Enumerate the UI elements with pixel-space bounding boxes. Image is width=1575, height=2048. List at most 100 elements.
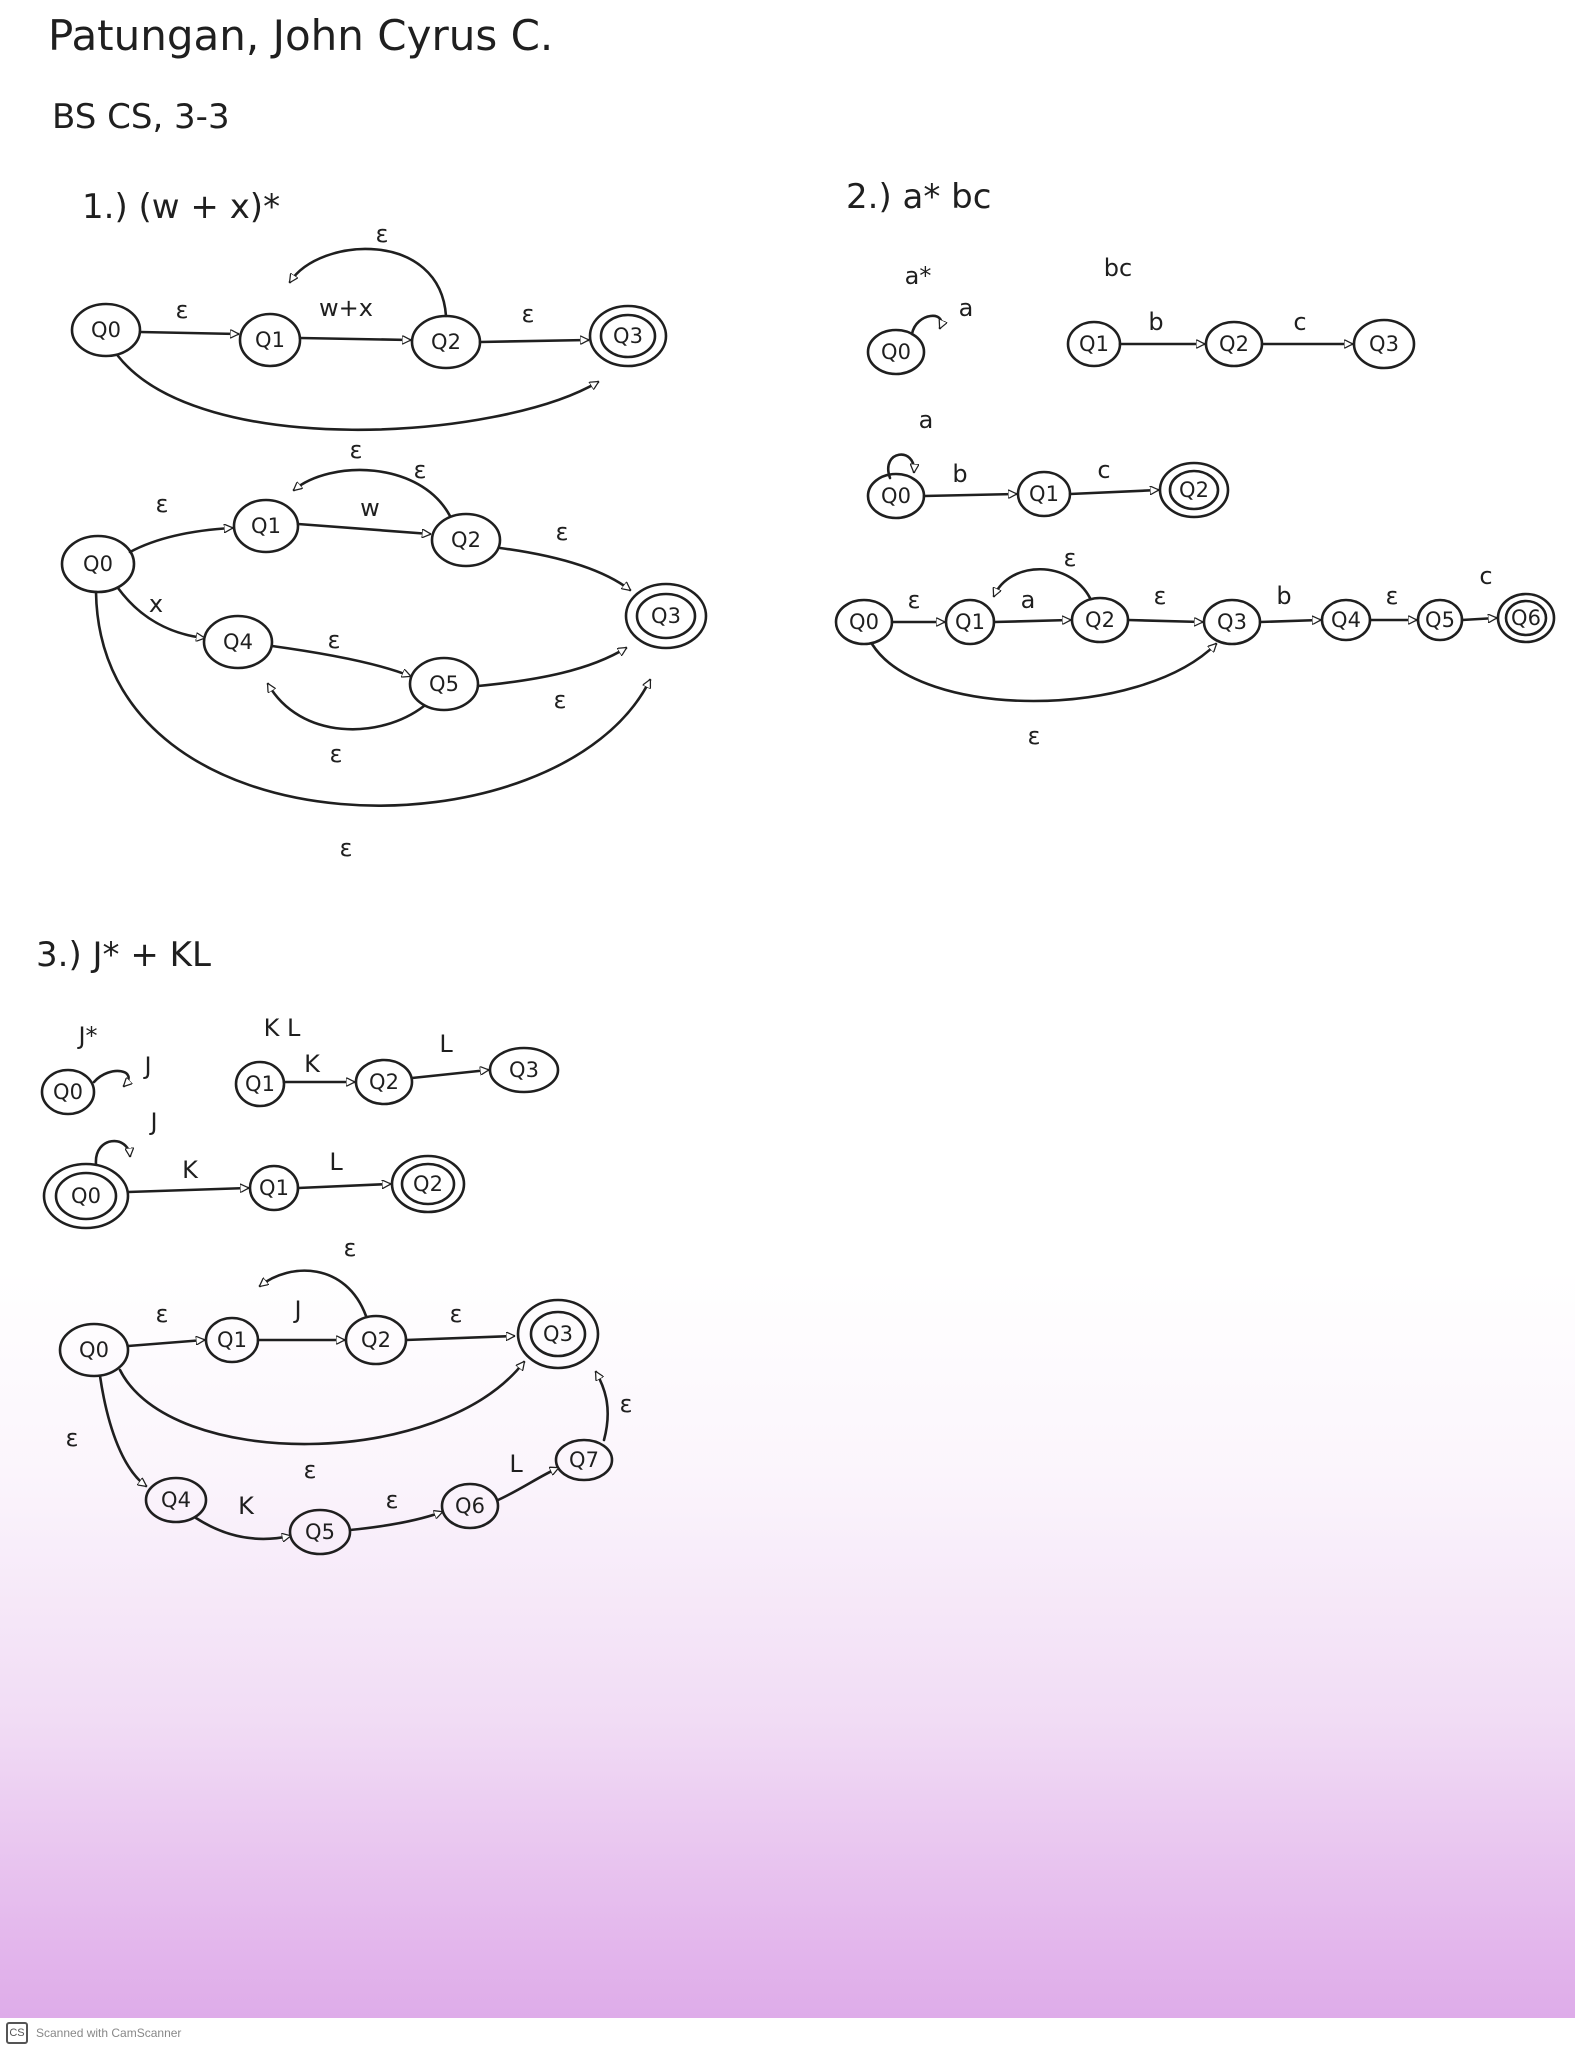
- state-label: Q5: [429, 672, 459, 696]
- student-section: BS CS, 3-3: [52, 97, 230, 137]
- final-state-ring: [624, 582, 708, 650]
- bypass-arrow: [94, 590, 652, 807]
- subheader-a-star: a*: [905, 262, 932, 290]
- state-label: Q2: [1179, 478, 1209, 502]
- subheader-bc: bc: [1104, 254, 1132, 282]
- state-label: Q0: [83, 552, 113, 576]
- state-node: [354, 1058, 414, 1106]
- edge-label: ε: [66, 1424, 79, 1452]
- edge-label: J: [148, 1108, 157, 1136]
- edge-label: ε: [176, 296, 189, 324]
- final-state-ring: [516, 1298, 600, 1370]
- transition-arrow: [348, 1512, 442, 1532]
- state-node: [599, 313, 657, 359]
- state-label: Q1: [1079, 332, 1109, 356]
- edge-label: ε: [156, 1300, 169, 1328]
- state-label: Q0: [881, 484, 911, 508]
- state-node: [430, 512, 502, 568]
- state-node: [408, 656, 480, 712]
- state-label: Q4: [223, 630, 253, 654]
- edge-label: J: [142, 1052, 151, 1080]
- edge-label: ε: [1386, 582, 1399, 610]
- self-loop-arrow: [92, 1069, 129, 1088]
- student-name: Patungan, John Cyrus C.: [48, 11, 553, 60]
- transition-arrow: [298, 338, 412, 340]
- edge-label: ε: [386, 1486, 399, 1514]
- state-label: Q2: [413, 1172, 443, 1196]
- transition-arrow: [126, 1188, 250, 1194]
- state-node: [1352, 318, 1416, 370]
- edge-label: ε: [330, 740, 343, 768]
- edge-label: w+x: [319, 294, 373, 322]
- transition-arrow: [194, 1516, 290, 1539]
- transition-arrow: [138, 332, 240, 334]
- transition-arrow: [594, 1372, 610, 1442]
- transition-arrow: [922, 494, 1018, 496]
- state-label: Q0: [881, 340, 911, 364]
- state-node: [40, 1068, 96, 1116]
- loopback-arrow: [266, 684, 426, 731]
- edge-label: ε: [908, 586, 921, 614]
- loopback-arrow: [260, 1269, 368, 1318]
- state-label: Q7: [569, 1448, 599, 1472]
- edge-label: K: [238, 1492, 255, 1520]
- state-label: Q4: [1331, 608, 1361, 632]
- edge-label: J: [292, 1296, 301, 1324]
- loopback-arrow: [994, 567, 1092, 600]
- state-label: Q3: [1217, 610, 1247, 634]
- problem-2-title: 2.) a* bc: [846, 177, 991, 217]
- bypass-arrow: [116, 354, 598, 432]
- transition-arrow: [126, 1340, 206, 1348]
- state-node: [1504, 599, 1548, 637]
- edge-label: b: [952, 460, 967, 488]
- state-label: Q1: [955, 610, 985, 634]
- state-label: Q2: [369, 1070, 399, 1094]
- edge-label: L: [509, 1450, 523, 1478]
- edge-label: c: [1097, 456, 1110, 484]
- state-label: Q5: [305, 1520, 335, 1544]
- transition-arrow: [128, 528, 234, 554]
- state-label: Q3: [613, 324, 643, 348]
- state-node: [232, 498, 300, 554]
- bypass-arrow: [870, 642, 1218, 703]
- edge-label: ε: [1154, 582, 1167, 610]
- state-node: [60, 534, 136, 594]
- transition-arrow: [296, 1184, 392, 1190]
- edge-label: w: [360, 494, 380, 522]
- edge-label: L: [439, 1030, 453, 1058]
- loopback-arrow: [294, 468, 452, 518]
- state-node: [554, 1438, 614, 1482]
- scanner-footer: CS Scanned with CamScanner: [0, 2018, 1575, 2048]
- transition-arrow: [1460, 618, 1498, 620]
- edge-label: ε: [522, 300, 535, 328]
- state-node: [635, 592, 697, 640]
- state-label: Q0: [91, 318, 121, 342]
- state-label: Q3: [509, 1058, 539, 1082]
- state-node: [529, 1310, 587, 1358]
- subheader-kl: K L: [264, 1014, 301, 1042]
- edge-label: x: [149, 590, 163, 618]
- state-label: Q3: [543, 1322, 573, 1346]
- edge-label: K: [304, 1050, 321, 1078]
- edge-label: ε: [414, 456, 427, 484]
- edge-label: ε: [554, 686, 567, 714]
- state-label: Q6: [455, 1494, 485, 1518]
- state-label: Q1: [251, 514, 281, 538]
- edge-label: b: [1148, 308, 1163, 336]
- transition-arrow: [98, 1374, 146, 1488]
- self-loop-arrow: [887, 453, 914, 480]
- transition-arrow: [498, 546, 630, 592]
- edge-label: ε: [156, 490, 169, 518]
- state-node: [54, 1171, 118, 1221]
- state-label: Q1: [1029, 482, 1059, 506]
- final-state-ring: [42, 1162, 130, 1230]
- state-node: [238, 312, 302, 368]
- edge-label: ε: [450, 1300, 463, 1328]
- transition-arrow: [1126, 620, 1204, 622]
- problem-3-diagram-a: Q0 J Q1 Q2 Q3 K L: [40, 1030, 560, 1116]
- edge-label: ε: [1064, 544, 1077, 572]
- state-node: [488, 1046, 560, 1094]
- edge-label: b: [1276, 582, 1291, 610]
- loopback-arrow: [288, 247, 448, 318]
